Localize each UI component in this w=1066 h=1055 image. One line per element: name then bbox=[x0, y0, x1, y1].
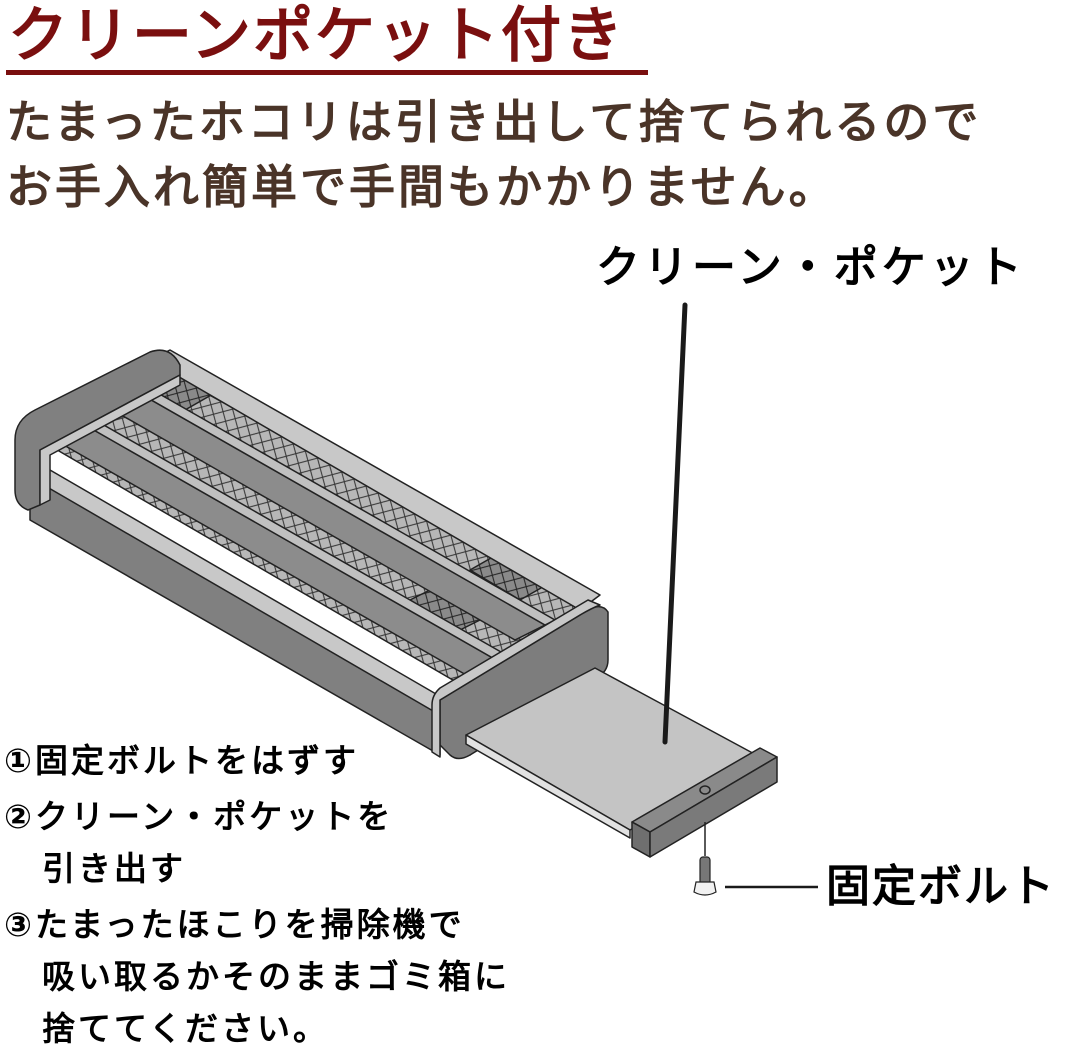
clean-pocket-label: クリーン・ポケット bbox=[596, 242, 1026, 293]
step-1: ①固定ボルトをはずす bbox=[4, 735, 510, 787]
fixing-bolt-icon bbox=[693, 822, 717, 896]
step-text-continued: 引き出す bbox=[42, 849, 186, 888]
step-text-continued: 吸い取るかそのままゴミ箱に bbox=[42, 957, 510, 996]
step-2: ②クリーン・ポケットを 引き出す bbox=[4, 791, 510, 895]
step-text: 固定ボルトをはずす bbox=[34, 741, 359, 780]
fixing-bolt-label: 固定ボルト bbox=[826, 861, 1056, 912]
pocket-leader-line bbox=[662, 302, 688, 745]
step-text-continued: 捨ててください。 bbox=[42, 1009, 330, 1048]
title-underline bbox=[6, 70, 648, 75]
subtitle-line-1: たまったホコリは引き出して捨てられるので bbox=[6, 95, 982, 149]
step-text: たまったほこりを掃除機で bbox=[34, 905, 465, 944]
page-title: クリーンポケット付き bbox=[8, 1, 625, 71]
step-3: ③たまったほこりを掃除機で 吸い取るかそのままゴミ箱に 捨ててください。 bbox=[4, 899, 510, 1055]
step-text: クリーン・ポケットを bbox=[34, 797, 394, 836]
step-number: ③ bbox=[4, 905, 35, 944]
step-number: ② bbox=[4, 797, 35, 836]
clean-pocket-tray bbox=[465, 667, 778, 858]
subtitle-line-2: お手入れ簡単で手間もかかりません。 bbox=[6, 160, 838, 214]
heater-body bbox=[14, 349, 609, 760]
instruction-steps: ①固定ボルトをはずす ②クリーン・ポケットを 引き出す ③たまったほこりを掃除機… bbox=[4, 735, 510, 1055]
step-number: ① bbox=[4, 741, 35, 780]
